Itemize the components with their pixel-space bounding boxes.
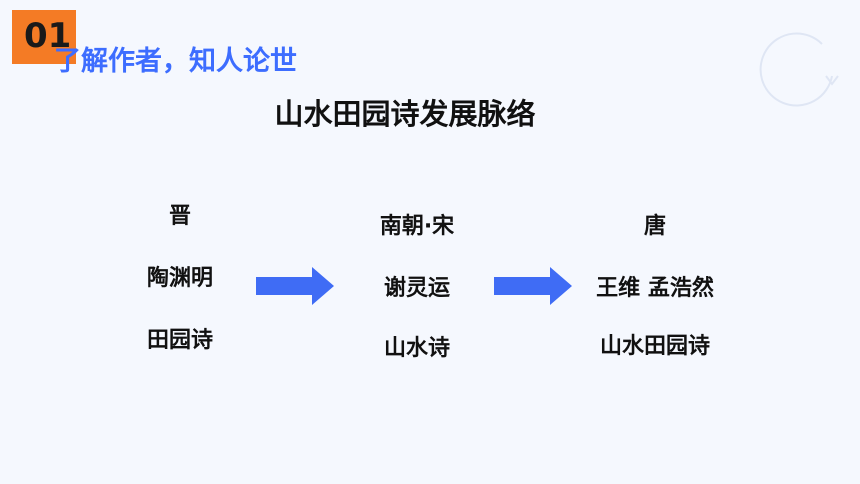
- section-number-badge: [12, 10, 76, 64]
- era-label: 晋: [168, 204, 191, 229]
- era-label: 唐: [643, 214, 666, 239]
- section-heading: 了解作者，知人论世: [54, 46, 297, 77]
- poet-label: 谢灵运: [383, 276, 450, 301]
- genre-label: 山水田园诗: [599, 334, 710, 359]
- poet-label: 陶渊明: [146, 266, 213, 291]
- page-title: 山水田园诗发展脉络: [274, 97, 536, 131]
- genre-label: 山水诗: [383, 336, 450, 361]
- right-arrow-icon: [256, 267, 334, 305]
- refresh-circle-icon: [759, 32, 839, 107]
- era-label: 南朝·宋: [379, 214, 455, 239]
- section-number: 01: [24, 16, 72, 56]
- genre-label: 田园诗: [146, 328, 213, 353]
- right-arrow-icon: [494, 267, 572, 305]
- poet-label: 王维 孟浩然: [596, 276, 714, 301]
